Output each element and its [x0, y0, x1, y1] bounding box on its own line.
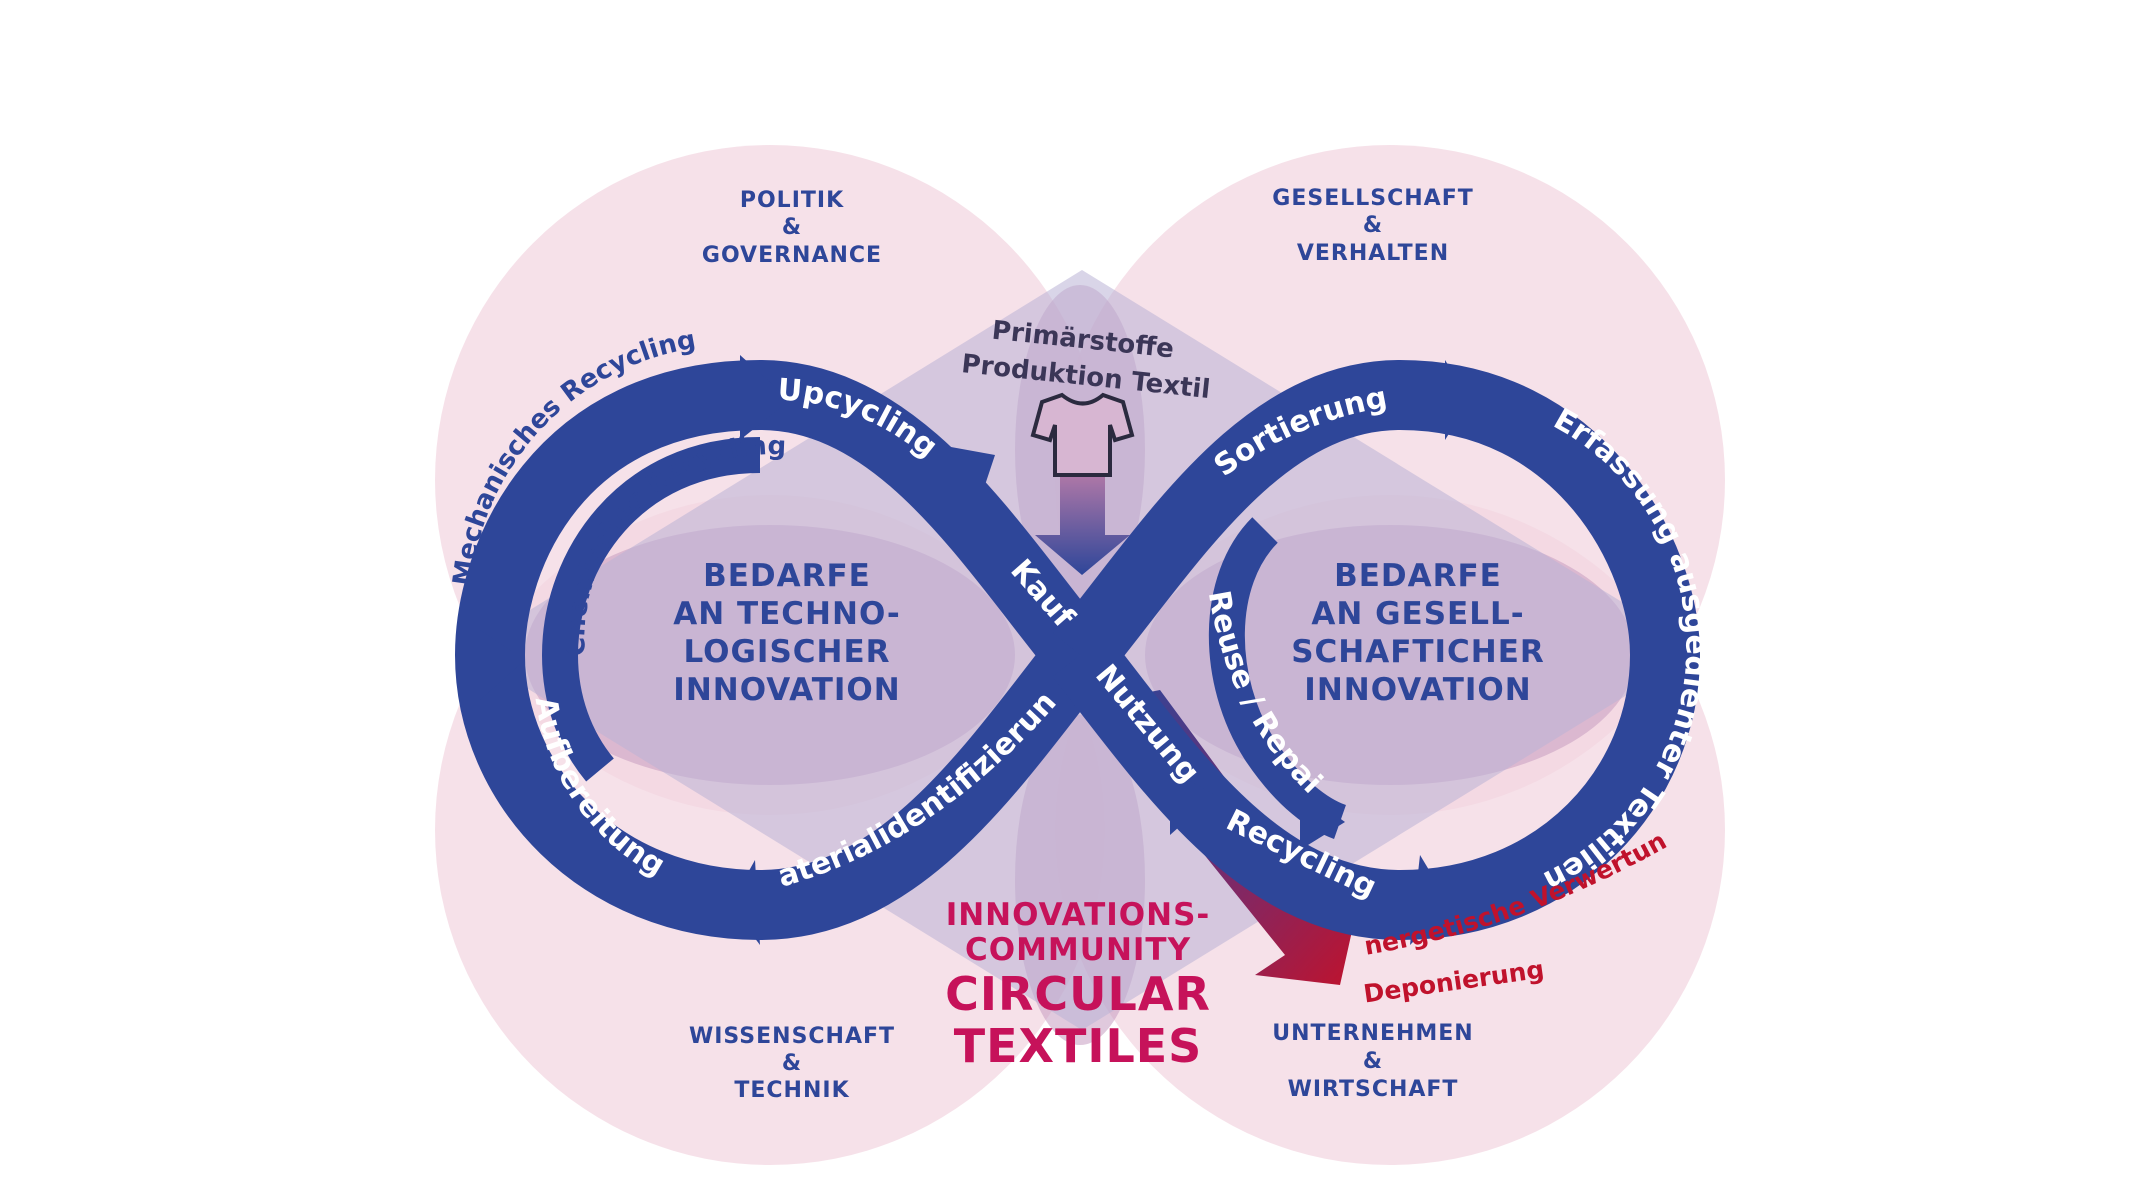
sector-politik: POLITIK & GOVERNANCE	[702, 188, 882, 268]
loop-left-inner	[541, 437, 761, 782]
sector-unternehmen-line1: UNTERNEHMEN	[1272, 1021, 1473, 1046]
sector-gesellschaft-line3: VERHALTEN	[1297, 241, 1449, 266]
tshirt-icon	[1030, 392, 1135, 477]
sector-gesellschaft: GESELLSCHAFT & VERHALTEN	[1272, 186, 1473, 266]
arrowhead-nutzung	[1170, 770, 1215, 835]
center-left-label: BEDARFE AN TECHNO- LOGISCHER INNOVATION	[673, 558, 900, 708]
arrowhead-material	[730, 860, 760, 945]
arrowhead-reuse	[1300, 790, 1345, 850]
center-left-line1: BEDARFE	[703, 558, 871, 594]
brand-line4: TEXTILES	[954, 1019, 1203, 1073]
sector-politik-line2: &	[782, 215, 802, 240]
arrowhead-kauf	[940, 445, 995, 515]
arrowhead-recycling	[1410, 855, 1450, 945]
loop-right-outer	[1052, 360, 1700, 940]
brand-block: INNOVATIONS- COMMUNITY CIRCULAR TEXTILES	[945, 897, 1211, 1073]
brand-line2: COMMUNITY	[965, 932, 1191, 968]
center-left-line2: AN TECHNO-	[673, 596, 900, 632]
sector-wissenschaft: WISSENSCHAFT & TECHNIK	[689, 1024, 895, 1103]
infinity-loop	[455, 355, 1700, 945]
sector-wissenschaft-line2: &	[782, 1051, 802, 1076]
center-left-line3: LOGISCHER	[683, 634, 890, 670]
arrowhead-aufber	[480, 630, 525, 700]
brand-line3: CIRCULAR	[945, 967, 1211, 1021]
sector-gesellschaft-line2: &	[1363, 213, 1383, 238]
arrowhead-sortierung	[1445, 360, 1470, 440]
center-right-line1: BEDARFE	[1334, 558, 1502, 594]
center-right-label: BEDARFE AN GESELL- SCHAFTICHER INNOVATIO…	[1291, 558, 1545, 708]
sector-gesellschaft-line1: GESELLSCHAFT	[1272, 186, 1473, 211]
sector-wissenschaft-line1: WISSENSCHAFT	[689, 1024, 895, 1049]
center-right-line4: INNOVATION	[1304, 672, 1531, 708]
center-right-line3: SCHAFTICHER	[1291, 634, 1545, 670]
sector-unternehmen-line3: WIRTSCHAFT	[1288, 1077, 1459, 1102]
sector-wissenschaft-line3: TECHNIK	[734, 1078, 849, 1103]
sector-unternehmen: UNTERNEHMEN & WIRTSCHAFT	[1272, 1021, 1473, 1102]
arrowhead-upcycling	[740, 355, 790, 440]
sector-politik-line1: POLITIK	[740, 188, 844, 213]
sector-unternehmen-line2: &	[1363, 1049, 1383, 1074]
primary-down-arrow	[1035, 470, 1130, 575]
brand-line1: INNOVATIONS-	[946, 897, 1211, 933]
center-left-line4: INNOVATION	[673, 672, 900, 708]
center-right-line2: AN GESELL-	[1311, 596, 1524, 632]
sector-politik-line3: GOVERNANCE	[702, 243, 882, 268]
